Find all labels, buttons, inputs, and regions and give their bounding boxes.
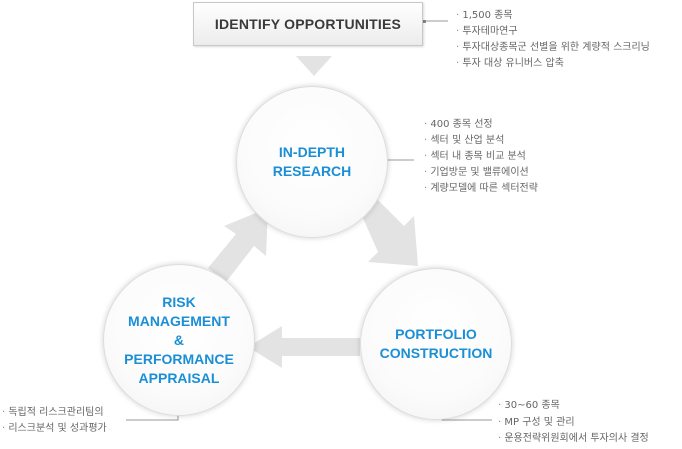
identify-notes: 1,500 종목 투자테마연구 투자대상종목군 선별을 위한 계량적 스크리닝 … xyxy=(456,8,650,72)
list-item: MP 구성 및 관리 xyxy=(498,415,649,432)
arrow-portfolio-to-risk xyxy=(248,326,360,368)
research-circle: IN-DEPTH RESEARCH xyxy=(236,86,388,238)
research-label: IN-DEPTH RESEARCH xyxy=(272,144,352,179)
list-item: 운용전략위원회에서 투자의사 결정 xyxy=(498,431,648,448)
list-item: 투자테마연구 xyxy=(456,24,650,40)
identify-opportunities-box: IDENTIFY OPPORTUNITIES xyxy=(193,2,423,46)
down-arrow-icon xyxy=(296,56,332,76)
identify-opportunities-label: IDENTIFY OPPORTUNITIES xyxy=(214,16,402,32)
list-item: 리스크분석 및 성과평가 xyxy=(2,421,106,437)
list-item: 30~60 종목 xyxy=(498,398,649,415)
list-item: 투자 대상 유니버스 압축 xyxy=(456,56,650,72)
list-item: 섹터 및 산업 분석 xyxy=(424,133,538,149)
risk-notes: 독립적 리스크관리팀의 리스크분석 및 성과평가 xyxy=(2,405,107,437)
list-item: 섹터 내 종목 비교 분석 xyxy=(424,149,538,165)
list-item: 400 종목 선정 xyxy=(424,117,538,133)
risk-circle: RISK MANAGEMENT & PERFORMANCE APPRAISAL xyxy=(103,264,255,416)
arrow-research-to-portfolio xyxy=(362,200,418,266)
research-notes: 400 종목 선정 섹터 및 산업 분석 섹터 내 종목 비교 분석 기업방문 … xyxy=(424,117,538,197)
list-item: 기업방문 및 밸류에이션 xyxy=(424,165,538,181)
list-item: 독립적 리스크관리팀의 xyxy=(2,405,107,421)
portfolio-circle: PORTFOLIO CONSTRUCTION xyxy=(360,268,512,420)
risk-label: RISK MANAGEMENT & PERFORMANCE APPRAISAL xyxy=(124,293,234,386)
portfolio-label: PORTFOLIO CONSTRUCTION xyxy=(379,326,493,361)
portfolio-notes: 30~60 종목 MP 구성 및 관리 운용전략위원회에서 투자의사 결정 xyxy=(498,398,649,448)
list-item: 1,500 종목 xyxy=(456,8,650,24)
arrow-risk-to-research xyxy=(208,208,268,282)
list-item: 투자대상종목군 선별을 위한 계량적 스크리닝 xyxy=(456,40,650,56)
list-item: 계량모델에 따른 섹터전략 xyxy=(424,181,538,197)
